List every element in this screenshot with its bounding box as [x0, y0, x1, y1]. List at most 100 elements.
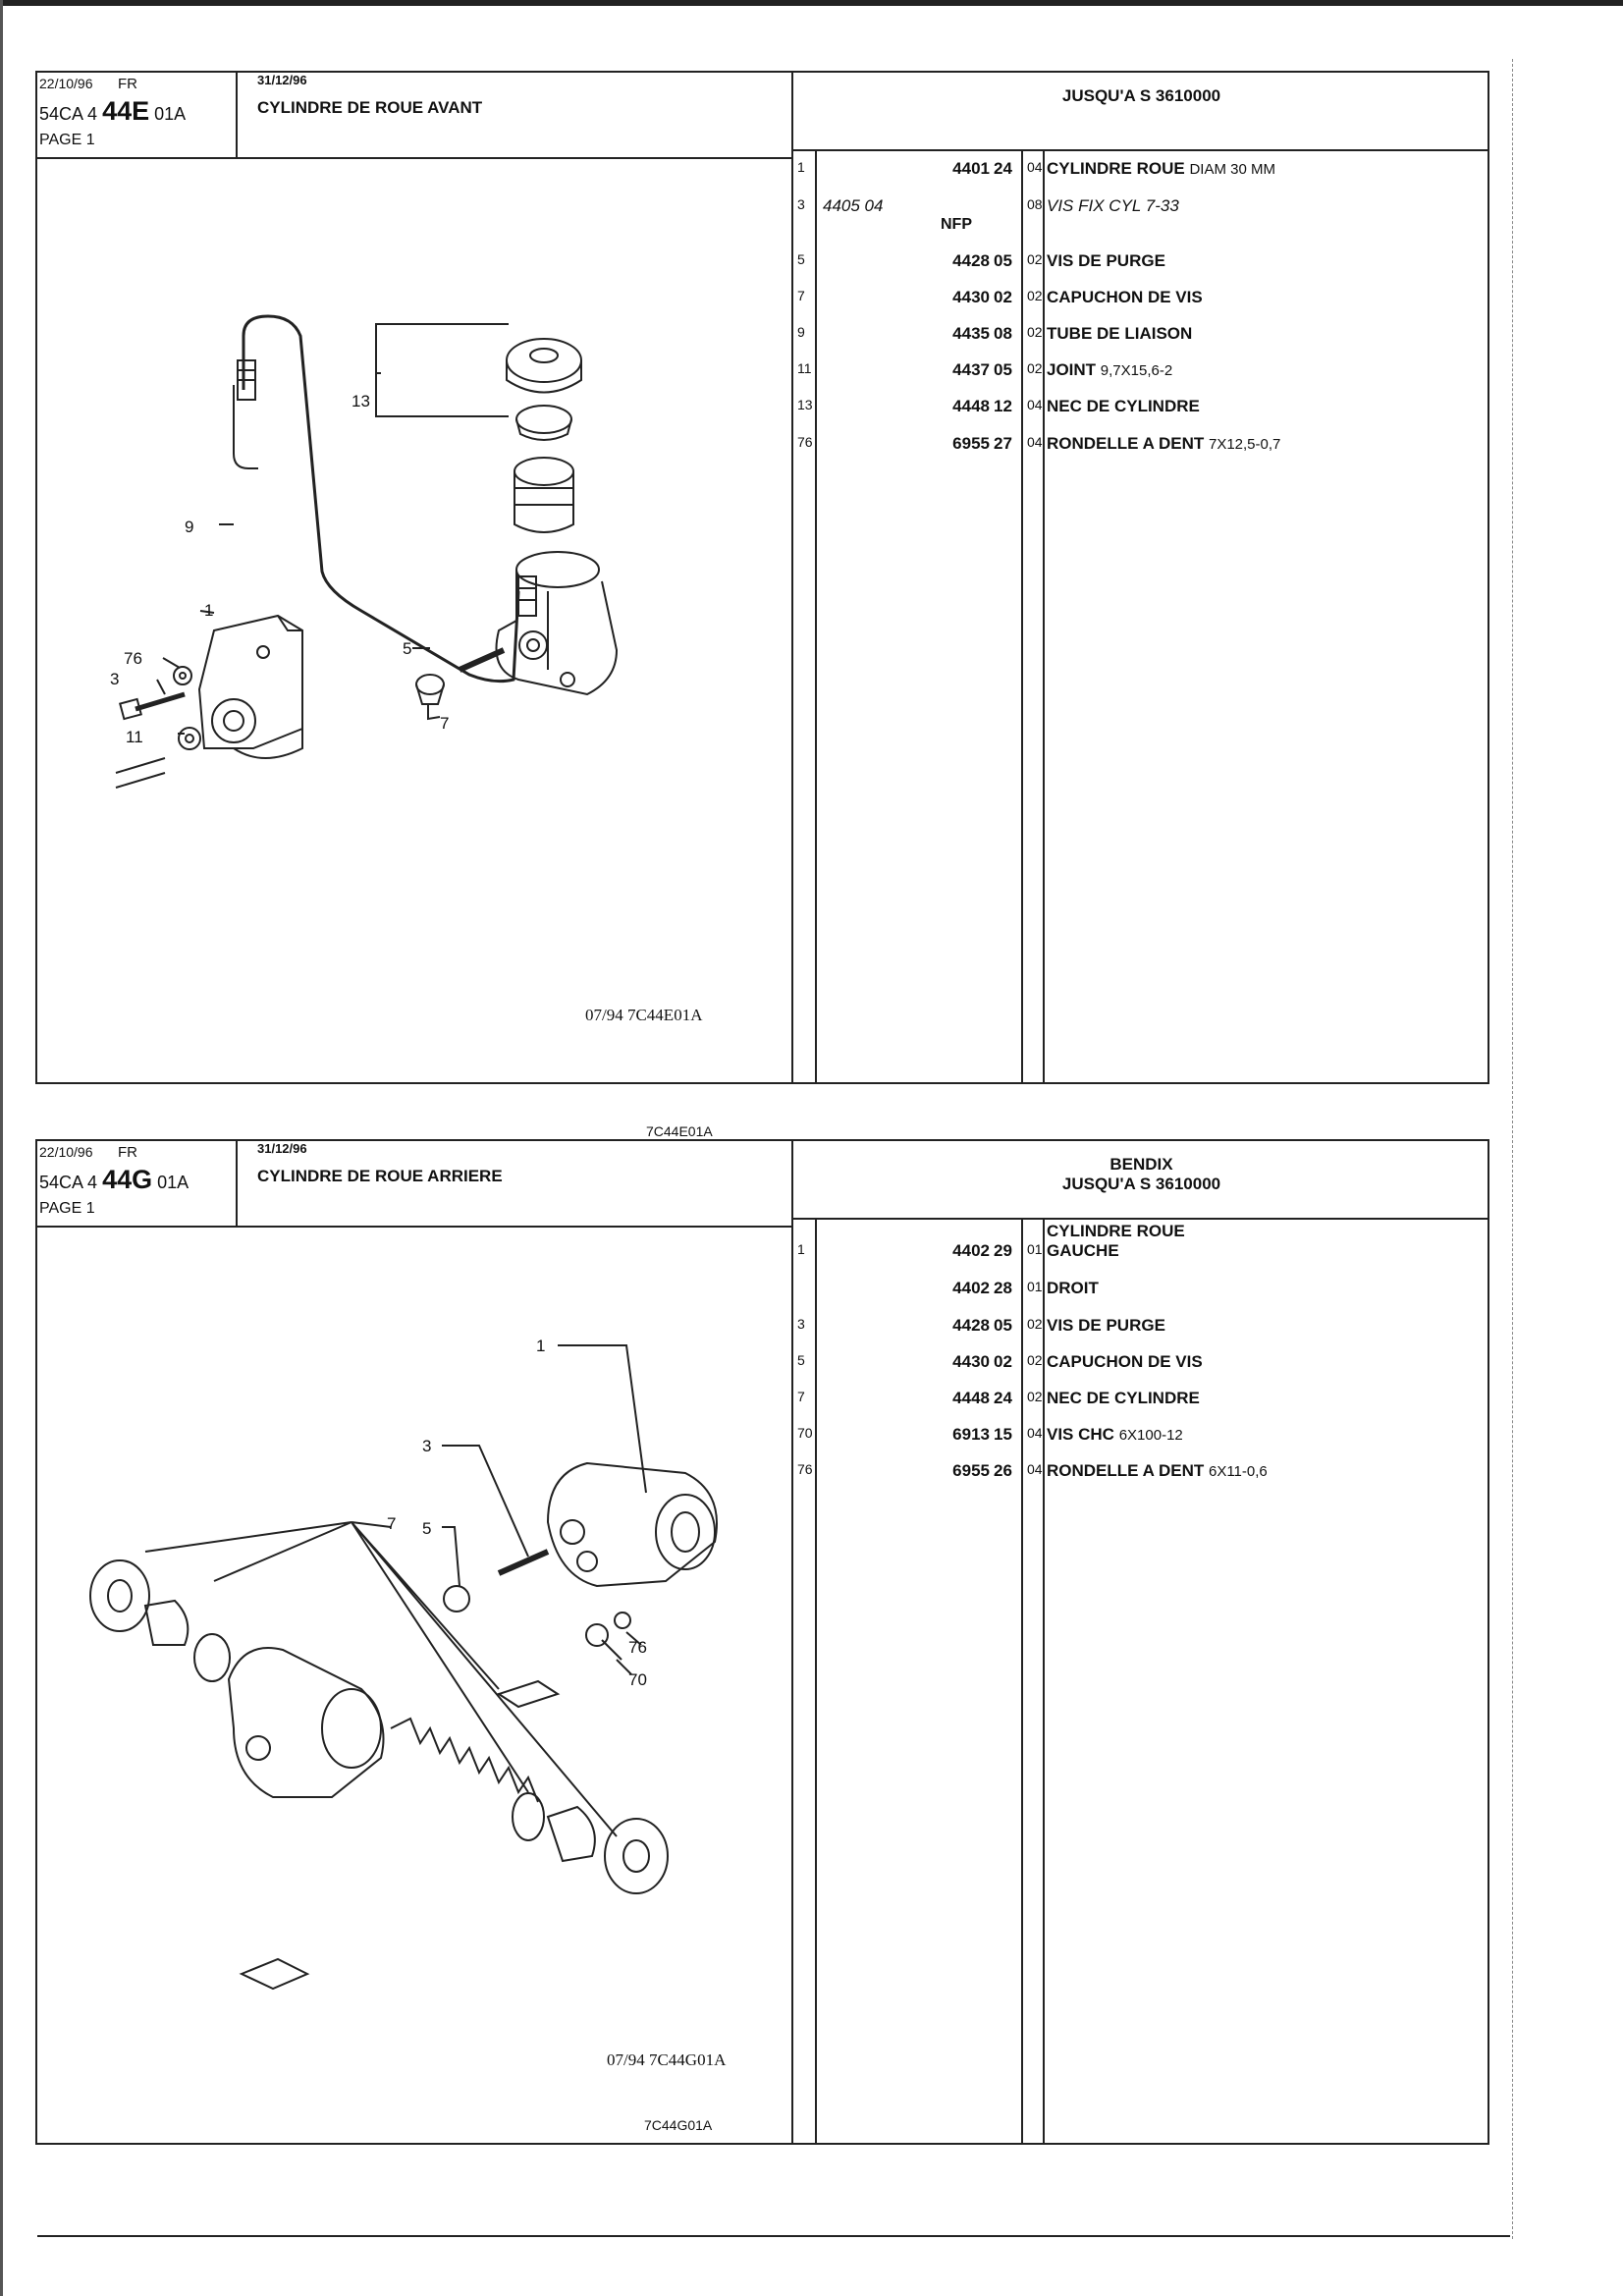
washer-76	[614, 1612, 631, 1629]
part-suffix: 15	[994, 1425, 1012, 1444]
header-divider	[37, 1226, 791, 1228]
screw-3	[135, 691, 186, 712]
seal-right	[512, 1792, 545, 1841]
part-reference: 4428	[952, 1316, 990, 1335]
cylinder-body-1	[546, 1461, 718, 1588]
seal-kit-sheet	[496, 1679, 561, 1709]
header-date: 22/10/96	[39, 76, 93, 91]
piston-right	[546, 1805, 596, 1863]
description: RONDELLE A DENT 6X11-0,6	[1047, 1461, 1268, 1480]
callout-label: 3	[110, 670, 119, 688]
front-cylinder-drawing: 13 9 1 76 3 11 5 7	[110, 314, 619, 789]
callout-label: 9	[185, 518, 193, 536]
item-number: 5	[797, 1352, 805, 1368]
callout-label: 1	[536, 1337, 545, 1355]
figure-code: 7C44E01A	[646, 1123, 713, 1139]
part-reference: 4430	[952, 1352, 990, 1371]
quantity: 02	[1027, 288, 1043, 303]
description: NEC DE CYLINDRE	[1047, 1389, 1200, 1407]
quantity: 02	[1027, 1389, 1043, 1404]
quantity: 02	[1027, 1352, 1043, 1368]
header-part-code: 54CA 4 44G 01A	[39, 1165, 189, 1195]
item-number: 5	[797, 251, 805, 267]
quantity: 02	[1027, 360, 1043, 376]
quantity: 04	[1027, 1461, 1043, 1477]
item-number: 3	[797, 196, 805, 212]
exploded-view-rear: 1 3 5 7 76 70 07/94 7C44G01A 7C44G01A	[37, 1228, 789, 2141]
description: DROIT	[1047, 1279, 1099, 1297]
validity-line-1: BENDIX	[1109, 1155, 1173, 1174]
section-title: CYLINDRE DE ROUE ARRIERE	[257, 1167, 503, 1185]
part-suffix: 02	[994, 288, 1012, 306]
part-reference: 4448	[952, 1389, 990, 1407]
cap-5	[443, 1585, 470, 1613]
description: CYLINDRE ROUE	[1047, 1222, 1185, 1240]
dust-cap-7	[415, 674, 445, 695]
code-prefix: 54CA 4	[39, 1173, 98, 1192]
description: CAPUCHON DE VIS	[1047, 288, 1203, 306]
header-language: FR	[118, 76, 137, 92]
description: JOINT 9,7X15,6-2	[1047, 360, 1173, 379]
cylinder-body-1	[197, 614, 303, 749]
quantity: 04	[1027, 1425, 1043, 1441]
margin-rule	[1512, 59, 1514, 2239]
parts-table-rear: CYLINDRE ROUE 1 4402 29 01 GAUCHE 4402 2…	[791, 1220, 1489, 2145]
part-suffix: 12	[994, 397, 1012, 415]
header-code-block: 22/10/96 FR 54CA 4 44G 01A PAGE 1	[37, 1141, 238, 1226]
item-number: 3	[797, 1316, 805, 1332]
piston-left	[143, 1599, 189, 1646]
scan-edge-top	[0, 0, 1623, 6]
code-suffix: 01A	[154, 104, 187, 124]
rear-cylinder-drawing: 1 3 5 7 76 70	[89, 1337, 718, 1991]
part-reference: 4437	[952, 360, 990, 379]
callout-label: 70	[628, 1670, 647, 1689]
code-suffix: 01A	[157, 1173, 189, 1192]
part-reference: 4405 04	[823, 196, 884, 215]
header-page: PAGE 1	[39, 1200, 95, 1217]
header-title-block: 31/12/96 CYLINDRE DE ROUE AVANT	[238, 73, 791, 157]
item-number: 70	[797, 1425, 813, 1441]
table-row: 3 4405 04 NFP 08 VIS FIX CYL 7-33	[793, 196, 1491, 240]
description: VIS DE PURGE	[1047, 251, 1165, 270]
part-suffix: 26	[994, 1461, 1012, 1480]
header-page: PAGE 1	[39, 132, 95, 148]
validity-line-2: JUSQU'A S 3610000	[1061, 1175, 1221, 1193]
quantity: 04	[1027, 397, 1043, 412]
part-reference: 4428	[952, 251, 990, 270]
brake-line-left	[115, 757, 166, 789]
header-date-2: 31/12/96	[257, 1141, 307, 1156]
part-suffix: 29	[994, 1241, 1012, 1260]
code-main: 44E	[102, 96, 150, 126]
part-reference: 4435	[952, 324, 990, 343]
seal-kit-sheet-2	[239, 1957, 310, 1991]
item-number: 76	[797, 1461, 813, 1477]
quantity: 08	[1027, 196, 1043, 212]
part-suffix: 27	[994, 434, 1012, 453]
section-front-wheel-cylinder: 22/10/96 FR 54CA 4 44E 01A PAGE 1 31/12/…	[35, 71, 1491, 1139]
part-suffix: 24	[994, 159, 1012, 178]
part-suffix: 24	[994, 1389, 1012, 1407]
description: VIS DE PURGE	[1047, 1316, 1165, 1335]
spring	[390, 1717, 539, 1803]
part-reference: 4401	[952, 159, 990, 178]
item-number: 13	[797, 397, 813, 412]
description: VIS CHC 6X100-12	[1047, 1425, 1183, 1444]
callout-label: 5	[403, 639, 411, 658]
callout-label: 76	[628, 1638, 647, 1657]
callout-label: 7	[440, 714, 449, 733]
description: RONDELLE A DENT 7X12,5-0,7	[1047, 434, 1281, 453]
section-rear-wheel-cylinder: 22/10/96 FR 54CA 4 44G 01A PAGE 1 31/12/…	[35, 1139, 1489, 2145]
part-suffix: 08	[994, 324, 1012, 343]
quantity: 04	[1027, 434, 1043, 450]
cylinder-body-right	[515, 551, 600, 588]
header-validity-block: BENDIX JUSQU'A S 3610000	[791, 1141, 1489, 1220]
quantity: 02	[1027, 251, 1043, 267]
part-suffix: 05	[994, 360, 1012, 379]
dust-cover-left	[89, 1559, 150, 1632]
description: VIS FIX CYL 7-33	[1047, 196, 1179, 215]
bolt-70	[585, 1623, 609, 1647]
header-code-block: 22/10/96 FR 54CA 4 44E 01A PAGE 1	[37, 73, 238, 157]
header-date: 22/10/96	[39, 1144, 93, 1160]
cap-13	[506, 338, 582, 383]
part-reference: 4430	[952, 288, 990, 306]
